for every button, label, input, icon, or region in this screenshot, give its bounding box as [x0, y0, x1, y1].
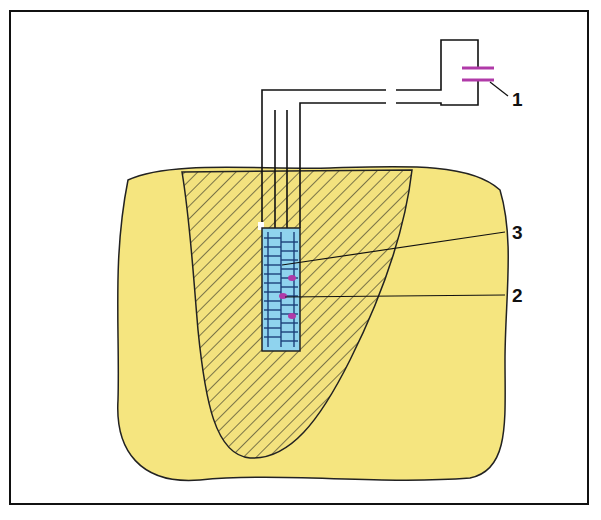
- electrode-chamber: [262, 228, 300, 351]
- frame: [10, 11, 588, 504]
- callout-number: 1: [512, 90, 523, 109]
- tissue-region: [118, 167, 509, 481]
- callout-number: 3: [512, 223, 523, 242]
- callout-number: 2: [512, 286, 523, 305]
- electrode-grid: [264, 232, 298, 347]
- leader-line: [282, 82, 508, 297]
- tube: [262, 40, 478, 228]
- hatched-zone: [182, 170, 412, 458]
- capacitor-symbol: [462, 68, 494, 80]
